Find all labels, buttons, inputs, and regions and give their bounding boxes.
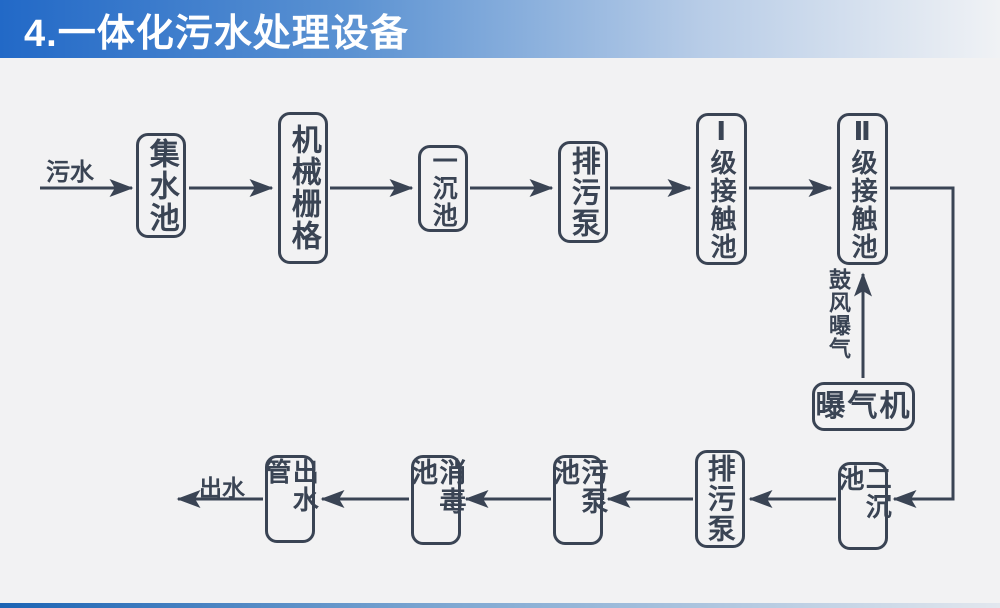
node-jishuichi: 集水池	[136, 133, 186, 238]
node-chushuiguan: 出水管	[262, 455, 319, 543]
node-erchenchi: 二沉池	[835, 462, 892, 550]
node-paiwubeng-bottom: 排污泵	[695, 450, 745, 548]
node-jiechuchi-1: Ⅰ级接触池	[696, 113, 747, 265]
node-jiechuchi-2: Ⅱ级接触池	[837, 113, 888, 265]
label-outlet: 出水	[199, 475, 245, 501]
label-inlet: 污水	[46, 159, 94, 186]
node-baoqiji: 曝气机	[812, 382, 915, 431]
elbow-jiechuchi2-erchenchi	[890, 186, 955, 508]
node-wubengchi: 污泵池	[549, 455, 607, 545]
bottom-accent-bar	[0, 603, 1000, 608]
node-paiwubeng-top: 排污泵	[558, 141, 608, 243]
node-yichenchi: 一沉池	[418, 145, 468, 232]
slide-title: 4.一体化污水处理设备	[24, 12, 409, 55]
node-jixieshange: 机械栅格	[278, 112, 328, 264]
label-gufengbaoqi: 鼓风曝气	[826, 268, 851, 360]
title-bar: 4.一体化污水处理设备	[0, 0, 1000, 58]
node-xiaoduchi: 消毒池	[407, 455, 465, 545]
